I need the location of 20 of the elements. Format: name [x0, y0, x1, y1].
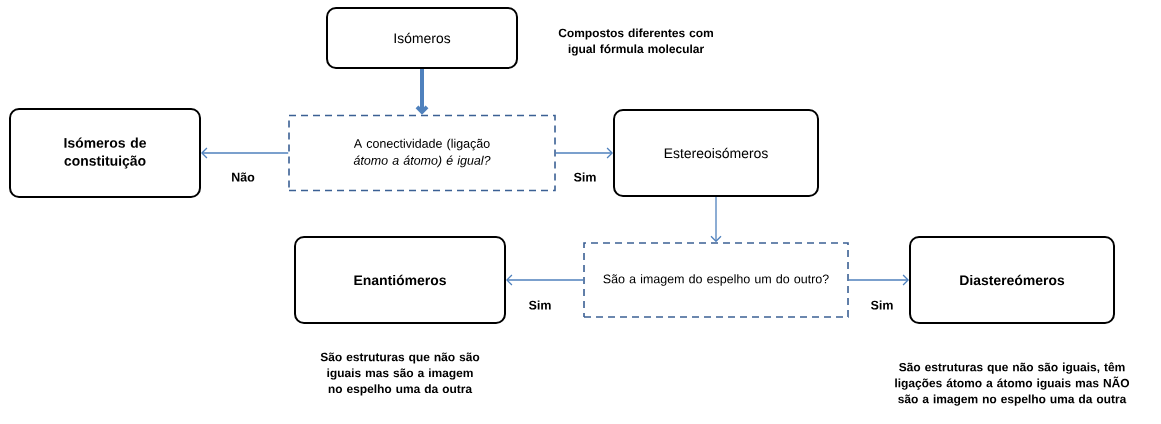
arrow: [710, 196, 722, 243]
process-box: Estereoisómeros: [613, 109, 819, 197]
decision-box: A conectividade (ligação átomo a átomo) é igual?: [288, 114, 556, 192]
arrow: [415, 69, 429, 115]
result-box: Enantiómeros: [294, 236, 506, 324]
decision-box: São a imagem do espelho um do outro?: [583, 242, 849, 318]
process-box: Isómeros: [326, 7, 518, 69]
edge-label: Não: [230, 171, 256, 183]
arrow: [848, 274, 909, 286]
edge-label: Sim: [527, 299, 553, 311]
arrow: [555, 147, 613, 159]
note-text: São estruturas que não são iguais, têm ligações átomo a átomo iguais mas NÃO são a imagem no espelho uma da outra: [895, 362, 1130, 406]
result-box: Isómeros de constituição: [9, 108, 201, 198]
arrow: [506, 274, 584, 286]
arrow: [201, 147, 289, 159]
result-box: Diastereómeros: [909, 236, 1115, 324]
edge-label: Sim: [572, 171, 598, 183]
edge-label: Sim: [869, 299, 895, 311]
note-text: São estruturas que não são iguais mas são a imagem no espelho uma da outra: [320, 352, 480, 396]
note-text: Compostos diferentes com igual fórmula molecular: [558, 28, 713, 56]
